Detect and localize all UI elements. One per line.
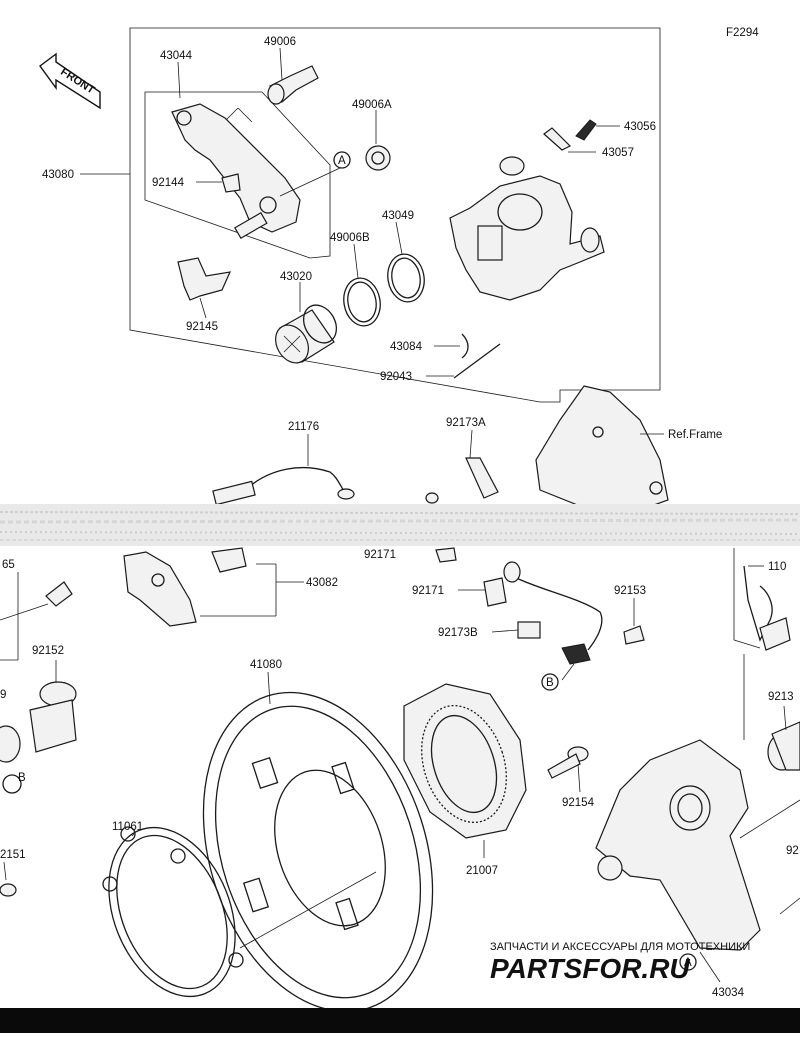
diagram-code: F2294 xyxy=(726,27,759,39)
bolt-92154 xyxy=(547,746,589,793)
ref-frame xyxy=(535,385,669,511)
pad-spring-92145 xyxy=(177,257,232,301)
caliper-body xyxy=(449,156,605,301)
label-43057: 43057 xyxy=(602,147,634,159)
label-21007: 21007 xyxy=(466,865,498,877)
label-49006B: 49006B xyxy=(330,232,370,244)
label-9: 9 xyxy=(0,689,6,701)
label-43080: 43080 xyxy=(42,169,74,181)
label-49006A: 49006A xyxy=(352,99,392,111)
part-number-labels: 43044 49006 49006A 43056 43057 43080 921… xyxy=(0,36,799,999)
caliper-assembly-box xyxy=(129,27,661,403)
scan-noise-band xyxy=(0,504,800,546)
label-43084: 43084 xyxy=(390,341,423,353)
callout-a-bottom-label: A xyxy=(684,957,692,969)
label-2151: 2151 xyxy=(0,849,26,861)
label-43020: 43020 xyxy=(280,271,312,283)
bracket-box xyxy=(144,91,331,259)
label-21176: 21176 xyxy=(288,421,319,433)
front-arrow-icon: FRONT xyxy=(39,52,101,110)
bottom-bar xyxy=(0,1008,800,1033)
label-65: 65 xyxy=(2,559,15,571)
caliper-bracket xyxy=(171,103,301,240)
label-92171: 92171 xyxy=(412,585,444,597)
label-92153: 92153 xyxy=(614,585,646,597)
label-92173B: 92173B xyxy=(438,627,478,639)
seal-43049-inner xyxy=(391,257,421,299)
label-43082: 43082 xyxy=(306,577,338,589)
caliper-holder-43034 xyxy=(595,739,800,983)
label-9213: 9213 xyxy=(768,691,794,703)
sensor-wiring xyxy=(435,547,645,681)
right-partial-parts xyxy=(733,548,800,771)
label-43049: 43049 xyxy=(382,210,414,222)
label-92152: 92152 xyxy=(32,645,64,657)
pin-boot-49006A xyxy=(365,145,391,171)
label-92145: 92145 xyxy=(186,321,218,333)
label-92: 92 xyxy=(786,845,799,857)
label-43044: 43044 xyxy=(160,50,193,62)
callout-b-sensor xyxy=(541,673,559,691)
bleeder-cap-43057 xyxy=(543,127,572,151)
pin-clip-43084 xyxy=(461,333,469,359)
gasket-11061 xyxy=(102,826,377,998)
label-43056: 43056 xyxy=(624,121,656,133)
label-41080: 41080 xyxy=(250,659,282,671)
label-92043: 92043 xyxy=(380,371,412,383)
label-92173A: 92173A xyxy=(446,417,486,429)
label-49006: 49006 xyxy=(264,36,296,48)
sensor-ring-21007 xyxy=(403,683,527,858)
callout-b-left-label: B xyxy=(18,772,26,784)
label-92144: 92144 xyxy=(152,177,185,189)
pin-boot-49006 xyxy=(267,65,319,105)
clamp-92173A xyxy=(425,429,499,504)
label-92154: 92154 xyxy=(562,797,595,809)
callout-a-top-label: A xyxy=(338,155,346,167)
label-11061: 11061 xyxy=(112,821,143,833)
pad-pin-92043 xyxy=(453,343,501,379)
ref-frame-label: Ref.Frame xyxy=(668,429,722,441)
label-92171-top: 92171 xyxy=(364,549,396,561)
seal-49006B-inner xyxy=(347,281,377,323)
watermark-brand: PARTSFOR.RU xyxy=(490,953,690,984)
label-110: 110 xyxy=(768,561,786,573)
brake-disc-41080 xyxy=(202,671,434,1013)
left-partial-parts xyxy=(0,572,77,897)
seal-43049 xyxy=(387,253,425,303)
brake-pads-43082 xyxy=(123,547,304,627)
callout-b-sensor-label: B xyxy=(546,677,554,689)
callout-a-top xyxy=(333,151,351,169)
bleeder-valve-43056 xyxy=(575,119,597,141)
watermark-tagline: ЗАПЧАСТИ И АКСЕССУАРЫ ДЛЯ МОТОТЕХНИКИ xyxy=(490,941,750,953)
piston-43020 xyxy=(275,304,338,364)
clip-92144 xyxy=(221,173,241,193)
label-43034: 43034 xyxy=(712,987,745,999)
abs-sensor-21176 xyxy=(212,434,355,506)
seal-49006B xyxy=(343,277,381,327)
callout-a-bottom xyxy=(679,953,697,971)
